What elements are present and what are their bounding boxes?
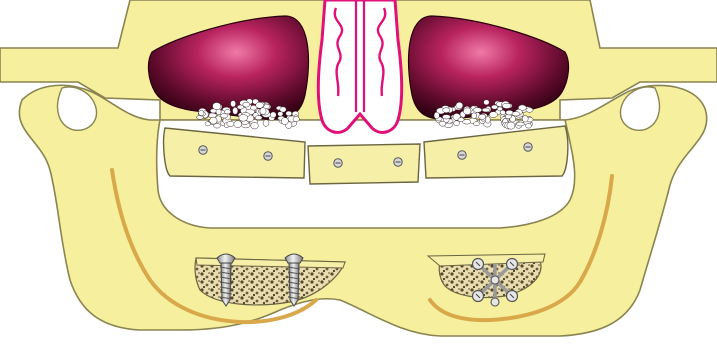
graft-particle [227, 121, 234, 126]
graft-particle [526, 124, 532, 129]
graft-particle [199, 111, 204, 116]
graft-particle [286, 111, 292, 116]
graft-particle [471, 113, 476, 119]
graft-particle [522, 116, 528, 123]
graft-particle [512, 112, 520, 116]
graft-block-center [308, 144, 420, 184]
graft-particle [281, 118, 288, 125]
graft-particle [231, 101, 236, 107]
graft-particle [221, 114, 228, 119]
graft-particle [442, 115, 450, 119]
graft-particle [434, 112, 439, 119]
graft-particle [484, 100, 490, 105]
graft-particle [270, 112, 276, 118]
graft-particle [517, 122, 525, 126]
graft-particle [482, 108, 490, 112]
graft-particle [213, 103, 221, 110]
graft-particle [263, 120, 269, 127]
graft-particle [500, 110, 505, 115]
graft-particle [251, 122, 259, 129]
graft-particle [489, 112, 497, 118]
graft-particle [474, 122, 480, 126]
graft-particle [210, 117, 217, 124]
graft-particle [234, 121, 242, 128]
graft-particle [233, 107, 238, 114]
graft-particle [479, 114, 486, 119]
graft-particle [507, 122, 515, 129]
graft-particle [473, 108, 482, 113]
graft-particle [439, 121, 446, 126]
graft-particle [463, 108, 471, 115]
graft-particle [456, 102, 463, 109]
graft-particle [458, 118, 464, 122]
graft-particle [255, 116, 262, 120]
graft-particle [256, 102, 264, 108]
graft-particle [243, 102, 250, 107]
nasal-cavity [318, 0, 402, 132]
graft-particle [293, 117, 299, 122]
fixation-screw-icon [334, 159, 342, 167]
graft-particle [526, 108, 533, 113]
graft-particle [502, 103, 511, 108]
fixation-screw-icon [199, 146, 207, 154]
graft-particle [239, 114, 248, 121]
fixation-screw-icon [524, 143, 532, 151]
fixation-screw-icon [394, 158, 402, 166]
graft-particle [278, 112, 283, 117]
fixation-screw-icon [264, 152, 272, 160]
graft-particle [443, 108, 450, 113]
fixation-screw-icon [458, 151, 466, 159]
graft-particle [260, 108, 266, 115]
